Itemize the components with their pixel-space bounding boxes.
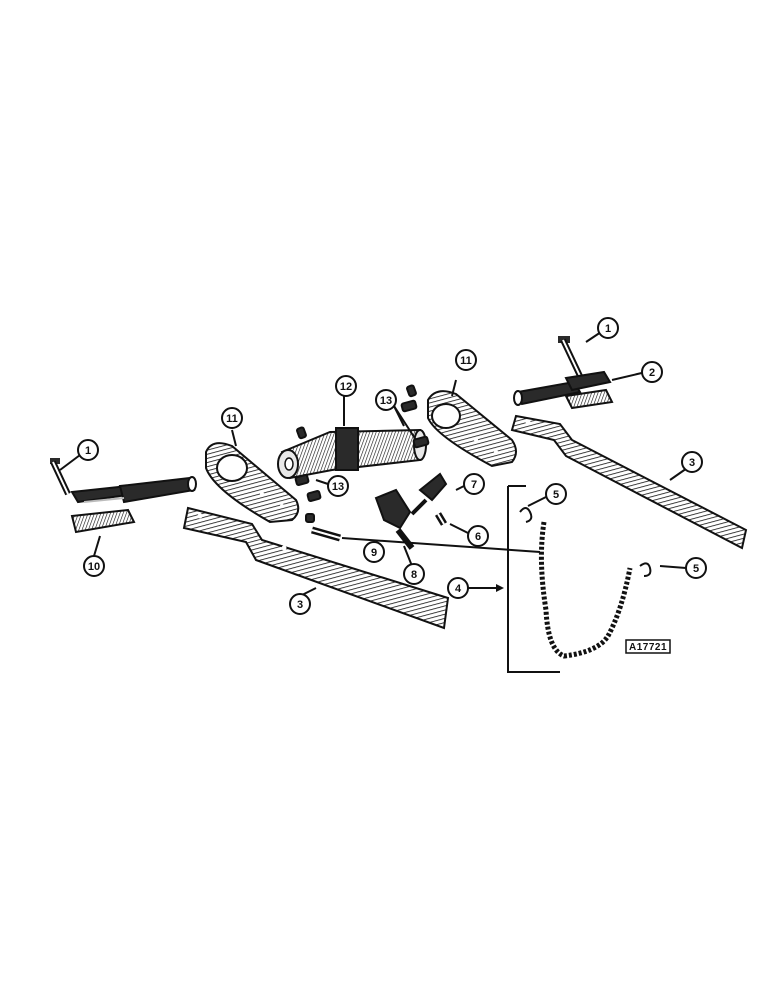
- left-clevis-pin: [50, 458, 71, 496]
- callout-4: 4: [447, 577, 469, 599]
- callout-label: 13: [332, 481, 344, 493]
- callout-label: 5: [553, 489, 559, 501]
- callout-6: 6: [467, 525, 489, 547]
- callout-label: 7: [471, 479, 477, 491]
- callout-12: 12: [335, 375, 357, 397]
- callout-5-lower: 5: [685, 557, 707, 579]
- stamp-label: A17721: [629, 642, 667, 653]
- callout-9: 9: [363, 541, 385, 563]
- callout-label: 2: [649, 367, 655, 379]
- left-bracket-plate: [205, 442, 300, 524]
- left-lower-strap: [182, 506, 450, 630]
- callout-3-left: 3: [289, 593, 311, 615]
- callout-label: 13: [380, 395, 392, 407]
- callout-2: 2: [641, 361, 663, 383]
- right-upper-strap: [510, 414, 748, 550]
- callout-label: 6: [475, 531, 481, 543]
- leader-lines: [59, 329, 691, 597]
- callout-label: 3: [689, 457, 695, 469]
- callout-label: 8: [411, 569, 417, 581]
- callout-label: 12: [340, 381, 352, 393]
- right-clevis: [513, 370, 614, 410]
- right-bracket-plate: [427, 390, 517, 468]
- callout-label: 1: [85, 445, 91, 457]
- center-tube: [277, 427, 427, 480]
- callout-13-lower: 13: [327, 475, 349, 497]
- left-clevis: [70, 476, 197, 534]
- callout-1-left: 1: [77, 439, 99, 461]
- callout-label: 1: [605, 323, 611, 335]
- callout-label: 9: [371, 547, 377, 559]
- callout-3-right: 3: [681, 451, 703, 473]
- right-clevis-pin: [558, 336, 583, 378]
- callout-label: 5: [693, 563, 699, 575]
- callout-label: 11: [226, 413, 238, 425]
- callout-7: 7: [463, 473, 485, 495]
- callout-1-right: 1: [597, 317, 619, 339]
- cross-pin: [311, 526, 341, 542]
- chain-assembly: [507, 485, 652, 673]
- callout-11-right: 11: [455, 349, 477, 371]
- set-screws: [294, 384, 430, 523]
- callout-8: 8: [403, 563, 425, 585]
- callout-5-upper: 5: [545, 483, 567, 505]
- callout-label: 10: [88, 561, 100, 573]
- callout-13-upper: 13: [375, 389, 397, 411]
- figure-stamp: A17721: [625, 639, 671, 654]
- callout-label: 11: [460, 355, 472, 367]
- latch-assembly: [374, 472, 448, 550]
- callout-label: 3: [297, 599, 303, 611]
- callout-11-left: 11: [221, 407, 243, 429]
- callout-label: 4: [455, 583, 462, 595]
- callout-10: 10: [83, 555, 105, 577]
